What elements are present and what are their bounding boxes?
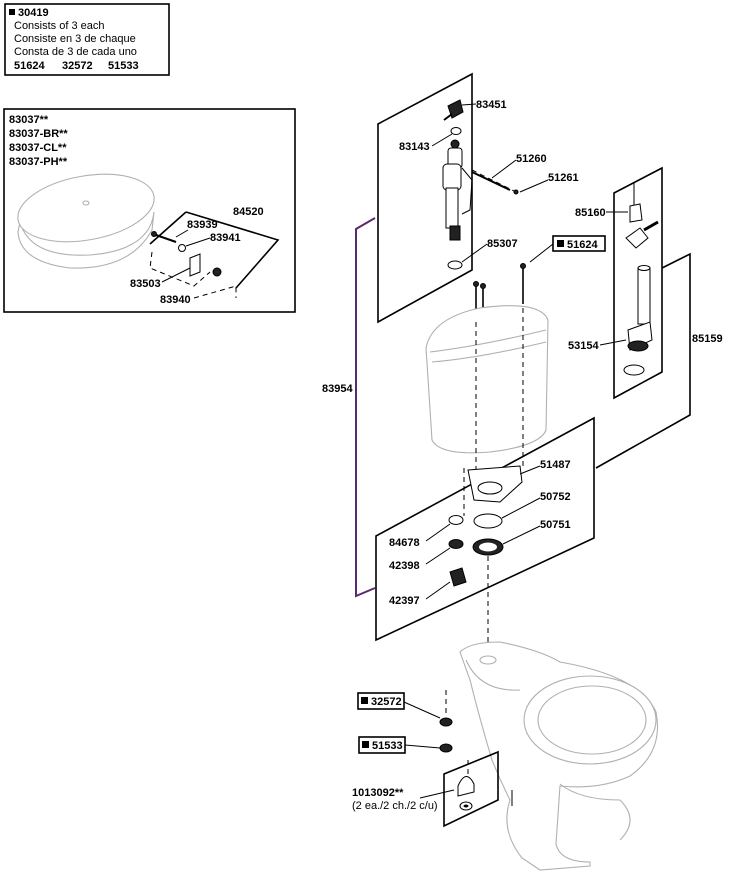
label-42397: 42397 <box>389 595 420 607</box>
flapper-85160 <box>625 227 649 249</box>
tank-bolts <box>473 263 526 318</box>
bracket-83503 <box>189 253 201 277</box>
kit-line-1: Consists of 3 each <box>14 20 105 32</box>
callout-51624-frame <box>552 235 606 252</box>
label-32572: 32572 <box>371 696 402 708</box>
label-85160: 85160 <box>575 207 606 219</box>
gasket-50752 <box>473 513 503 529</box>
label-83940: 83940 <box>160 294 191 306</box>
callout-32572-frame <box>357 692 405 710</box>
tank-assembly-bracket <box>355 217 376 598</box>
kit-box-frame <box>4 3 170 76</box>
label-85159: 85159 <box>692 333 723 345</box>
cap-83143 <box>450 127 462 135</box>
kit-number: 30419 <box>18 7 49 19</box>
fill-valve-box: 83451 83143 85307 <box>377 72 518 324</box>
label-51487: 51487 <box>540 459 571 471</box>
seat-model-3: 83037-CL** <box>9 142 67 154</box>
label-83451: 83451 <box>476 99 507 111</box>
overflow-tube <box>637 267 651 325</box>
lower-hardware-box: 51487 50752 50751 84678 42398 42397 <box>375 416 595 642</box>
nut-42397 <box>449 567 467 587</box>
label-51261: 51261 <box>548 172 579 184</box>
label-84678: 84678 <box>389 537 420 549</box>
nut-42398 <box>448 539 464 549</box>
label-50751: 50751 <box>540 519 571 531</box>
nut-85307 <box>447 260 463 270</box>
toilet-seat-drawing <box>17 173 155 269</box>
kit-square-icon <box>9 9 15 15</box>
label-51533: 51533 <box>372 740 403 752</box>
label-85307: 85307 <box>487 238 518 250</box>
toilet-bowl <box>459 641 659 871</box>
label-42398: 42398 <box>389 560 420 572</box>
callout-32572-square-icon <box>361 697 368 704</box>
seat-model-2: 83037-BR** <box>9 128 68 140</box>
gasket-53154 <box>623 364 645 376</box>
washer-32572 <box>439 717 453 727</box>
bolt-cap-1013092 <box>457 776 475 797</box>
washer-84678 <box>448 515 464 525</box>
callout-51624-square-icon <box>557 240 564 247</box>
kit-part-1: 51624 <box>14 60 45 72</box>
label-1013092: 1013092** <box>352 787 404 799</box>
label-83954: 83954 <box>322 383 353 395</box>
nut-83940 <box>212 267 222 277</box>
toilet-tank <box>425 305 549 470</box>
kit-part-2: 32572 <box>62 60 93 72</box>
label-83941: 83941 <box>210 232 241 244</box>
kit-line-3: Consta de 3 de cada uno <box>14 46 137 58</box>
nut-51533 <box>439 743 453 753</box>
label-53154: 53154 <box>568 340 599 352</box>
seat-box: 83037** 83037-BR** 83037-CL** 83037-PH**… <box>3 108 296 313</box>
tank-box-85159 <box>595 252 691 469</box>
label-51260: 51260 <box>516 153 547 165</box>
seat-box-frame <box>3 108 296 313</box>
label-1013092-note: (2 ea./2 ch./2 c/u) <box>352 800 438 812</box>
seat-model-1: 83037** <box>9 114 49 126</box>
label-83939: 83939 <box>187 219 218 231</box>
callout-51533-square-icon <box>362 741 369 748</box>
refill-tube <box>471 169 521 195</box>
fill-valve <box>442 139 473 241</box>
label-51624: 51624 <box>567 239 598 251</box>
flush-valve-box: 85160 53154 <box>568 166 663 400</box>
kit-box: 30419 Consists of 3 each Consiste en 3 d… <box>4 3 170 76</box>
seat-model-4: 83037-PH** <box>9 156 68 168</box>
bolt-83939 <box>151 231 177 243</box>
washer-83941 <box>178 244 186 252</box>
label-84520: 84520 <box>233 206 264 218</box>
label-83143: 83143 <box>399 141 430 153</box>
label-50752: 50752 <box>540 491 571 503</box>
bolt-cap-box: 1013092** (2 ea./2 ch./2 c/u) <box>352 750 513 828</box>
label-83503: 83503 <box>130 278 161 290</box>
hinge-kit-bracket <box>149 211 280 289</box>
kit-line-2: Consiste en 3 de chaque <box>14 33 136 45</box>
kit-part-3: 51533 <box>108 60 139 72</box>
